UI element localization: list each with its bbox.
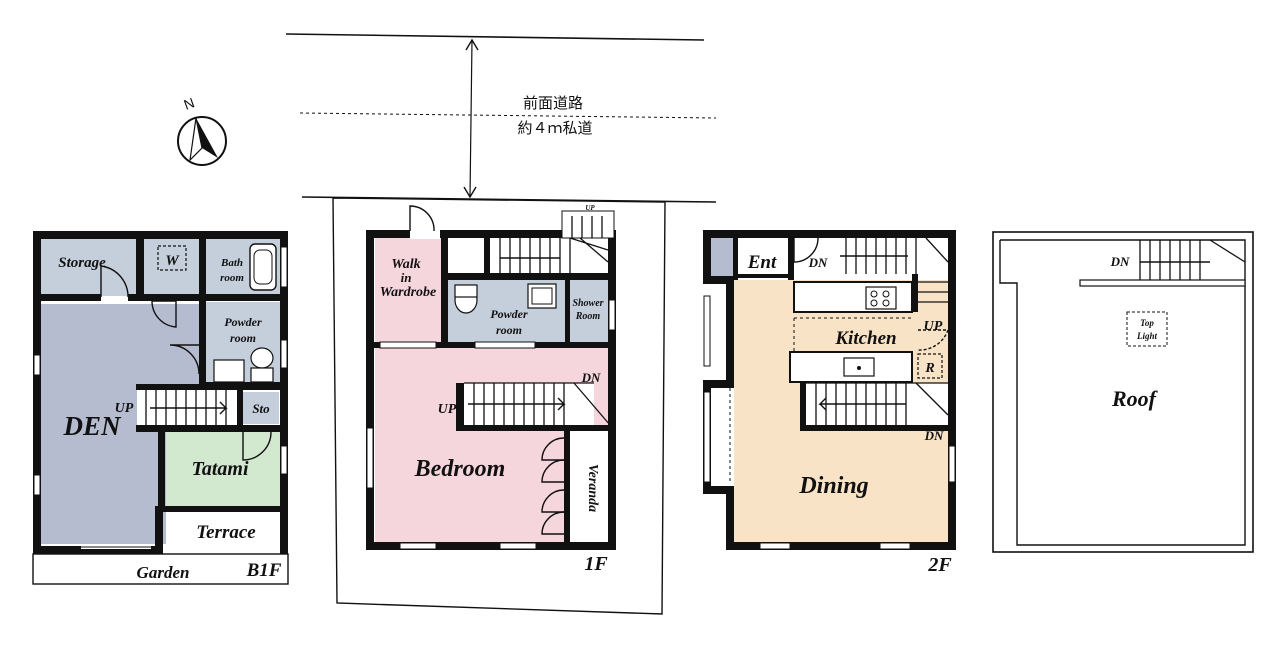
- b1f-floor-label: B1F: [246, 560, 282, 581]
- road-centerline: [299, 112, 717, 119]
- tatami-door: [242, 431, 272, 461]
- dimension-arrow-top: [465, 38, 479, 51]
- top-light-label-1: Top: [1140, 318, 1154, 328]
- bath-label-1: Bath: [220, 257, 243, 269]
- f2-lower-stairs: [806, 382, 949, 425]
- site-boundary: [332, 197, 666, 615]
- road-label-2: 約４ｍ私道: [517, 119, 592, 137]
- f2-entry-door: [793, 237, 819, 263]
- storage-fill: [41, 238, 137, 296]
- dimension-arrow-bottom: [463, 186, 477, 199]
- f2-up-label: UP: [924, 319, 943, 334]
- roof-dn-label: DN: [1110, 254, 1130, 269]
- dining-label: Dining: [798, 473, 868, 499]
- powder-door: [169, 344, 200, 375]
- washer-space: [157, 245, 187, 271]
- f1-floor-label: 1F: [584, 553, 608, 575]
- road-label-1: 前面道路: [523, 94, 583, 112]
- terrace-label: Terrace: [196, 522, 256, 543]
- sink-icon: [213, 359, 245, 383]
- f1-powder-label-2: room: [496, 323, 522, 337]
- tatami-fill: [166, 432, 280, 506]
- f1-up-top-label: UP: [585, 204, 595, 212]
- f1-main-stairs: [464, 382, 611, 426]
- garden-band: [32, 553, 289, 585]
- floor-roof: DN Top Light Roof: [992, 231, 1254, 553]
- f2-dn-label: DN: [924, 428, 944, 443]
- b1f-powder-label-1: Powder: [224, 315, 262, 329]
- wic-fill: [375, 238, 441, 342]
- bedroom-label: Bedroom: [414, 456, 506, 482]
- wic-label-2: in: [401, 270, 412, 285]
- f2-dn-top-label: DN: [808, 255, 828, 270]
- fridge-space: [917, 353, 943, 379]
- top-light-label-2: Light: [1136, 331, 1158, 341]
- f1-upper-stairs: [490, 210, 615, 273]
- roof-label: Roof: [1111, 386, 1159, 411]
- b1f-stairs: [137, 390, 237, 425]
- toilet-icon: [250, 347, 274, 369]
- wic-label-1: Walk: [391, 257, 420, 272]
- f1-dn-label: DN: [581, 370, 601, 385]
- f2-upper-stairs: [836, 237, 949, 303]
- b1f-powder-label-2: room: [230, 331, 256, 345]
- sto-label: Sto: [252, 401, 270, 416]
- road-edge-top: [285, 33, 705, 41]
- roof-parapet: [999, 239, 1246, 546]
- garden-label: Garden: [137, 563, 190, 582]
- tatami-label: Tatami: [191, 458, 248, 480]
- bathtub-icon: [249, 243, 277, 291]
- bedroom-closet-doors: [541, 437, 565, 535]
- den-door: [151, 300, 177, 328]
- den-label: DEN: [62, 411, 122, 441]
- veranda-label: Veranda: [585, 464, 600, 512]
- road-width-dimension: [469, 39, 473, 198]
- kitchen-label: Kitchen: [834, 328, 896, 349]
- shower-label-2: Room: [575, 311, 601, 322]
- north-compass-icon: N: [177, 94, 227, 166]
- ent-closet-fill: [711, 238, 733, 280]
- front-road: 前面道路 約４ｍ私道: [285, 33, 717, 203]
- shower-label-1: Shower: [572, 298, 603, 309]
- storage-door: [100, 265, 129, 298]
- w-label: W: [165, 253, 180, 269]
- bath-label-2: room: [220, 272, 244, 284]
- floor-1f: Walk in Wardrobe Powder room Shower Room…: [332, 197, 666, 615]
- w-fill: [144, 238, 200, 296]
- floor-2f: Ent DN Kitchen UP R DN Dining 2F: [703, 230, 956, 576]
- wic-label-3: Wardrobe: [380, 285, 437, 300]
- fridge-label: R: [924, 361, 934, 376]
- b1f-up-label: UP: [115, 401, 134, 416]
- floor-b1f: Storage W Bath room Powder room UP Sto D…: [32, 231, 289, 585]
- roof-stairs: [1079, 239, 1246, 287]
- cooktop-icon: [865, 286, 897, 310]
- f2-floor-label: 2F: [927, 554, 952, 576]
- north-label: N: [182, 94, 197, 112]
- sto-fill: [243, 392, 279, 424]
- f1-up-label: UP: [438, 402, 457, 417]
- ent-label: Ent: [747, 252, 777, 273]
- f1-powder-label-1: Powder: [490, 307, 528, 321]
- storage-label: Storage: [58, 255, 106, 271]
- top-light-icon: [1126, 311, 1168, 347]
- f1-entry-door: [409, 205, 435, 232]
